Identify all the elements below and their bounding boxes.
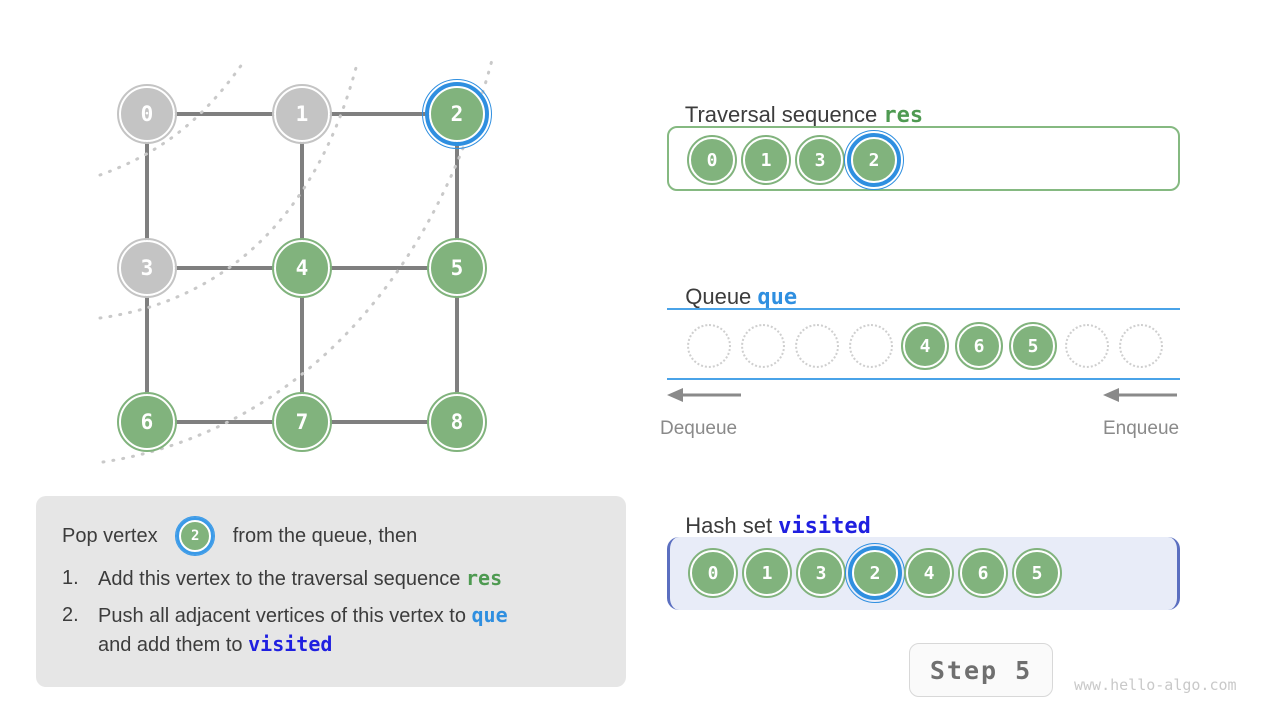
graph-vertex-3[interactable]: 3 bbox=[117, 238, 177, 298]
step-2-pre: Push all adjacent vertices of this verte… bbox=[98, 605, 472, 627]
res-title-code: res bbox=[883, 103, 924, 128]
graph-panel: 0 1 2 3 4 5 6 7 8 bbox=[0, 0, 640, 500]
queue-slot-4[interactable]: 4 bbox=[901, 322, 949, 370]
step-2-code-que: que bbox=[471, 603, 508, 627]
step-1-text: Add this vertex to the traversal sequenc… bbox=[98, 564, 502, 593]
step-2-line2-pre: and add them to bbox=[98, 634, 249, 656]
step-2-text: Push all adjacent vertices of this verte… bbox=[98, 601, 508, 659]
queue-slot-2[interactable] bbox=[795, 324, 839, 368]
set-title-plain: Hash set bbox=[685, 513, 779, 538]
graph-vertex-4[interactable]: 4 bbox=[272, 238, 332, 298]
step-badge: Step 5 bbox=[909, 643, 1053, 697]
graph-vertex-0[interactable]: 0 bbox=[117, 84, 177, 144]
graph-vertex-5[interactable]: 5 bbox=[427, 238, 487, 298]
inline-vertex-badge: 2 bbox=[175, 516, 216, 556]
visited-item-6[interactable]: 5 bbox=[1012, 548, 1062, 598]
description-lead-after: from the queue, then bbox=[227, 524, 418, 547]
step-2-number: 2. bbox=[62, 604, 79, 626]
graph-vertex-6[interactable]: 6 bbox=[117, 392, 177, 452]
visited-item-5[interactable]: 6 bbox=[958, 548, 1008, 598]
watermark: www.hello-algo.com bbox=[1074, 676, 1237, 694]
bfs-frontier-curves bbox=[98, 58, 494, 464]
queue-slot-5[interactable]: 6 bbox=[955, 322, 1003, 370]
dequeue-label: Dequeue bbox=[660, 418, 738, 439]
step-1-code-res: res bbox=[465, 566, 503, 590]
res-item-3[interactable]: 2 bbox=[844, 130, 904, 190]
step-1-pre: Add this vertex to the traversal sequenc… bbox=[98, 568, 466, 590]
set-title-code: visited bbox=[778, 514, 871, 539]
set-section-title: Hash set visited bbox=[673, 487, 871, 539]
res-item-2[interactable]: 3 bbox=[795, 135, 845, 185]
visited-item-4[interactable]: 4 bbox=[904, 548, 954, 598]
graph-vertex-8[interactable]: 8 bbox=[427, 392, 487, 452]
description-lead-before: Pop vertex bbox=[62, 524, 164, 547]
queue-section-title: Queue que bbox=[673, 258, 797, 310]
enqueue-arrow bbox=[1103, 386, 1181, 409]
queue-slot-3[interactable] bbox=[849, 324, 893, 368]
visited-item-0[interactable]: 0 bbox=[688, 548, 738, 598]
res-item-0[interactable]: 0 bbox=[687, 135, 737, 185]
visited-item-1[interactable]: 1 bbox=[742, 548, 792, 598]
visited-item-3[interactable]: 2 bbox=[845, 543, 905, 603]
description-lead: Pop vertex 2 from the queue, then bbox=[62, 516, 600, 556]
dequeue-arrow bbox=[667, 386, 745, 409]
description-step-1: 1. Add this vertex to the traversal sequ… bbox=[62, 564, 600, 593]
enqueue-label: Enqueue bbox=[1103, 418, 1180, 439]
description-panel: Pop vertex 2 from the queue, then 1. Add… bbox=[36, 496, 626, 687]
description-steps: 1. Add this vertex to the traversal sequ… bbox=[62, 564, 600, 659]
queue-slot-8[interactable] bbox=[1119, 324, 1163, 368]
arrow-left-icon bbox=[667, 388, 741, 402]
queue-slot-6[interactable]: 5 bbox=[1009, 322, 1057, 370]
visited-item-2[interactable]: 3 bbox=[796, 548, 846, 598]
queue-slot-7[interactable] bbox=[1065, 324, 1109, 368]
queue-title-code: que bbox=[757, 285, 798, 310]
step-1-number: 1. bbox=[62, 567, 79, 589]
description-step-2: 2. Push all adjacent vertices of this ve… bbox=[62, 601, 600, 659]
queue-slot-0[interactable] bbox=[687, 324, 731, 368]
graph-vertex-1[interactable]: 1 bbox=[272, 84, 332, 144]
graph-vertex-7[interactable]: 7 bbox=[272, 392, 332, 452]
arrow-left-icon bbox=[1103, 388, 1177, 402]
step-2-code-visited: visited bbox=[248, 632, 333, 656]
graph-vertex-2[interactable]: 2 bbox=[422, 79, 492, 149]
queue-title-plain: Queue bbox=[685, 284, 758, 309]
res-section-title: Traversal sequence res bbox=[673, 76, 923, 128]
res-title-plain: Traversal sequence bbox=[684, 102, 884, 127]
queue-slot-1[interactable] bbox=[741, 324, 785, 368]
res-item-1[interactable]: 1 bbox=[741, 135, 791, 185]
